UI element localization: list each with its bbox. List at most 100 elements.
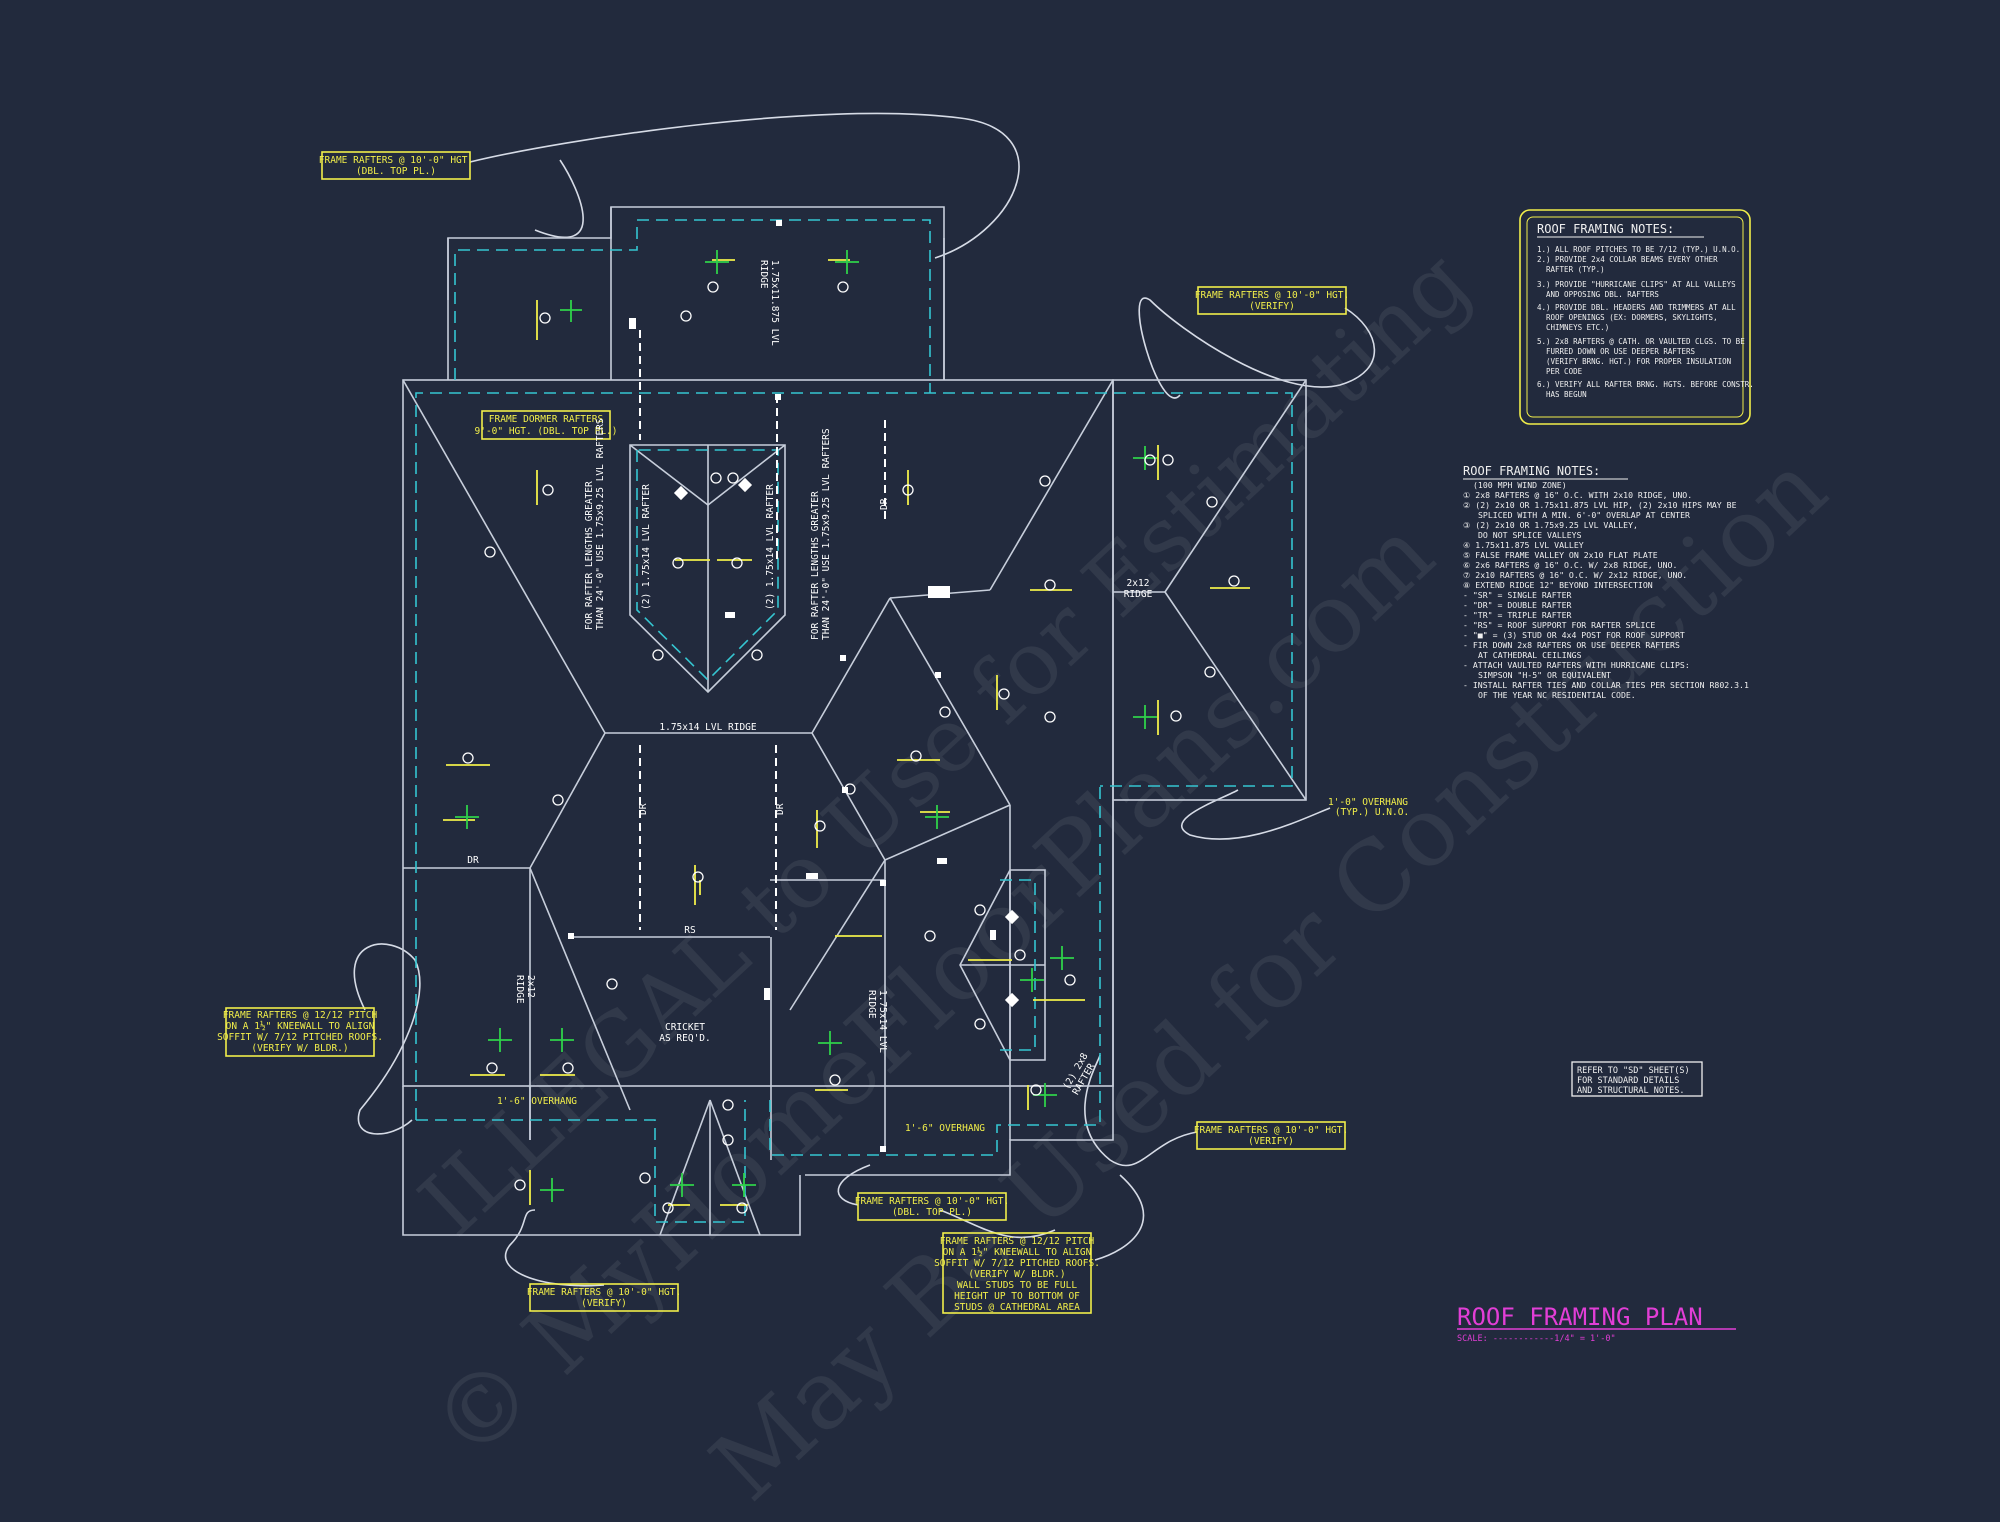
- overhang-right-line-2: (TYP.) U.N.O.: [1335, 807, 1409, 818]
- svg-text:(VERIFY): (VERIFY): [1249, 301, 1295, 312]
- roof-support-label: RS: [684, 925, 696, 936]
- callout-text: FRAME RAFTERS @ 10'-0" HGT. (DBL. TOP PL…: [217, 155, 1349, 1313]
- notes-list-item-1: (100 MPH WIND ZONE): [1473, 480, 1567, 490]
- cricket-line-1: CRICKET: [665, 1022, 705, 1033]
- refer-line-2: FOR STANDARD DETAILS: [1577, 1076, 1679, 1086]
- svg-text:HEIGHT UP TO BOTTOM OF: HEIGHT UP TO BOTTOM OF: [954, 1291, 1080, 1302]
- callout-7-line-3: SOFFIT W/ 7/12 PITCHED ROOFS.: [934, 1258, 1100, 1269]
- refer-box: REFER TO "SD" SHEET(S) FOR STANDARD DETA…: [1571, 1061, 1703, 1097]
- dr-right-label: DR: [775, 803, 786, 815]
- callout-3-line-2: 9'-0" HGT. (DBL. TOP PL.): [475, 426, 618, 437]
- callout-8-line-2: (VERIFY): [581, 1298, 627, 1309]
- callout-7-line-7: STUDS @ CATHEDRAL AREA: [954, 1302, 1080, 1313]
- callout-5-line-2: (VERIFY): [1248, 1136, 1294, 1147]
- svg-text:FRAME RAFTERS @ 10'-0" HGT.: FRAME RAFTERS @ 10'-0" HGT.: [527, 1287, 681, 1298]
- overhang-bottom-label: 1'-6" OVERHANG: [905, 1123, 985, 1134]
- callout-2-line-2: (VERIFY): [1249, 301, 1295, 312]
- notes-list-item-12: - "SR" = SINGLE RAFTER: [1463, 590, 1572, 600]
- notes-box-item-14: HAS BEGUN: [1546, 390, 1587, 399]
- svg-text:(DBL. TOP PL.): (DBL. TOP PL.): [356, 166, 436, 177]
- dr-left-label: DR: [638, 803, 649, 815]
- refer-line-3: AND STRUCTURAL NOTES.: [1577, 1086, 1684, 1096]
- notes-list-item-3: ② (2) 2x10 OR 1.75x11.875 LVL HIP, (2) 2…: [1463, 500, 1737, 510]
- callout-1-line-1: FRAME RAFTERS @ 10'-0" HGT.: [319, 155, 473, 166]
- lvl-ridge-top-line-2: RIDGE: [758, 260, 769, 289]
- span-note-left-line-1: FOR RAFTER LENGTHS GREATER: [584, 481, 595, 630]
- notes-box-item-13: 6.) VERIFY ALL RAFTER BRNG. HGTS. BEFORE…: [1537, 380, 1754, 389]
- svg-text:(VERIFY W/ BLDR.): (VERIFY W/ BLDR.): [251, 1043, 348, 1054]
- callout-4-line-1: FRAME RAFTERS @ 12/12 PITCH: [223, 1010, 378, 1021]
- notes-box-item-6: 4.) PROVIDE DBL. HEADERS AND TRIMMERS AT…: [1537, 303, 1736, 312]
- notes-box-item-7: ROOF OPENINGS (EX: DORMERS, SKYLIGHTS,: [1546, 313, 1718, 322]
- svg-text:FRAME DORMER RAFTERS: FRAME DORMER RAFTERS: [489, 414, 604, 425]
- svg-text:(VERIFY): (VERIFY): [581, 1298, 627, 1309]
- notes-list-item-13: - "DR" = DOUBLE RAFTER: [1463, 600, 1572, 610]
- svg-text:FRAME RAFTERS @ 10'-0" HGT.: FRAME RAFTERS @ 10'-0" HGT.: [1194, 1125, 1348, 1136]
- callout-4-line-4: (VERIFY W/ BLDR.): [251, 1043, 348, 1054]
- notes-list-item-21: - INSTALL RAFTER TIES AND COLLAR TIES PE…: [1463, 680, 1749, 690]
- notes-list-item-4: SPLICED WITH A MIN. 6'-0" OVERLAP AT CEN…: [1478, 510, 1690, 520]
- span-note-left-line-2: THAN 24'-0" USE 1.75x9.25 LVL RAFTERS: [595, 418, 606, 630]
- dr-top-label: DR: [879, 498, 890, 510]
- notes-list-item-5: ③ (2) 2x10 OR 1.75x9.25 LVL VALLEY,: [1463, 520, 1638, 530]
- post-markers: [568, 220, 1020, 1152]
- notes-box: ROOF FRAMING NOTES: 1.) ALL ROOF PITCHES…: [1519, 209, 1754, 425]
- ridge-2x12-line-1: 2x12: [1127, 578, 1150, 589]
- notes-list-item-18: AT CATHEDRAL CEILINGS: [1478, 650, 1582, 660]
- rafter-arrows: [443, 259, 1250, 1206]
- title-block: ROOF FRAMING PLAN SCALE: ------------1/4…: [1457, 1303, 1736, 1344]
- svg-text:FRAME RAFTERS @ 10'-0" HGT.: FRAME RAFTERS @ 10'-0" HGT.: [1195, 290, 1349, 301]
- notes-list-item-11: ⑧ EXTEND RIDGE 12" BEYOND INTERSECTION: [1463, 580, 1653, 590]
- svg-text:WALL STUDS TO BE FULL: WALL STUDS TO BE FULL: [957, 1280, 1077, 1291]
- dr-markers: [639, 330, 886, 930]
- ridge-2x12-left-line-1: 2x12: [525, 975, 536, 998]
- notes-list-item-9: ⑥ 2x6 RAFTERS @ 16" O.C. W/ 2x8 RIDGE, U…: [1463, 560, 1677, 570]
- plan-title: ROOF FRAMING PLAN: [1457, 1303, 1703, 1331]
- notes-box-item-3: RAFTER (TYP.): [1546, 265, 1605, 274]
- svg-text:(DBL. TOP PL.): (DBL. TOP PL.): [892, 1207, 972, 1218]
- notes-list-item-2: ① 2x8 RAFTERS @ 16" O.C. WITH 2x10 RIDGE…: [1463, 490, 1692, 500]
- span-note-right-line-2: THAN 24'-0" USE 1.75x9.25 LVL RAFTERS: [821, 428, 832, 640]
- notes-list-item-14: - "TR" = TRIPLE RAFTER: [1463, 610, 1572, 620]
- callout-7-line-4: (VERIFY W/ BLDR.): [968, 1269, 1065, 1280]
- callout-boxes: [225, 151, 1347, 1314]
- notes-list-item-8: ⑤ FALSE FRAME VALLEY ON 2x10 FLAT PLATE: [1463, 550, 1658, 560]
- lvl-ridge-top-line-1: 1.75x11.875 LVL: [769, 260, 780, 346]
- callout-7-line-2: ON A 1½" KNEEWALL TO ALIGN: [943, 1247, 1092, 1258]
- notes-list-title: ROOF FRAMING NOTES:: [1463, 464, 1600, 478]
- callout-8-line-1: FRAME RAFTERS @ 10'-0" HGT.: [527, 1287, 681, 1298]
- plan-labels: 1.75x14 LVL RIDGE 1'-0" OVERHANG (TYP.) …: [467, 260, 1409, 1134]
- svg-text:ON A 1½" KNEEWALL TO ALIGN: ON A 1½" KNEEWALL TO ALIGN: [226, 1021, 375, 1032]
- lvl-rafter-left-label: (2) 1.75x14 LVL RAFTER: [641, 484, 652, 610]
- overhang-dashed-line: [415, 219, 1293, 1223]
- callout-6-line-1: FRAME RAFTERS @ 10'-0" HGT.: [855, 1196, 1009, 1207]
- notes-list-item-22: OF THE YEAR NC RESIDENTIAL CODE.: [1478, 690, 1636, 700]
- notes-box-item-2: 2.) PROVIDE 2x4 COLLAR BEAMS EVERY OTHER: [1537, 255, 1718, 264]
- notes-list-item-15: - "RS" = ROOF SUPPORT FOR RAFTER SPLICE: [1463, 620, 1655, 630]
- plan-scale: SCALE: ------------1/4" = 1'-0": [1457, 1334, 1616, 1344]
- lvl-ridge-main-label: 1.75x14 LVL RIDGE: [659, 722, 757, 733]
- notes-box-item-11: (VERIFY BRNG. HGT.) FOR PROPER INSULATIO…: [1546, 357, 1731, 366]
- svg-text:SOFFIT W/ 7/12 PITCHED ROOFS.: SOFFIT W/ 7/12 PITCHED ROOFS.: [934, 1258, 1100, 1269]
- cricket-line-2: AS REQ'D.: [659, 1033, 710, 1044]
- svg-text:9'-0" HGT. (DBL. TOP PL.): 9'-0" HGT. (DBL. TOP PL.): [475, 426, 618, 437]
- notes-list-item-19: - ATTACH VAULTED RAFTERS WITH HURRICANE …: [1463, 660, 1690, 670]
- callout-6-line-2: (DBL. TOP PL.): [892, 1207, 972, 1218]
- overhang-left-label: 1'-6" OVERHANG: [497, 1096, 577, 1107]
- ridge-2x12-line-2: RIDGE: [1124, 589, 1153, 600]
- svg-text:ON A 1½" KNEEWALL TO ALIGN: ON A 1½" KNEEWALL TO ALIGN: [943, 1247, 1092, 1258]
- svg-text:FRAME RAFTERS @ 10'-0" HGT.: FRAME RAFTERS @ 10'-0" HGT.: [855, 1196, 1009, 1207]
- notes-box-title: ROOF FRAMING NOTES:: [1537, 222, 1674, 236]
- svg-text:STUDS @ CATHEDRAL AREA: STUDS @ CATHEDRAL AREA: [954, 1302, 1080, 1313]
- lvl-ridge-lower-line-2: RIDGE: [866, 990, 877, 1019]
- callout-7-line-6: HEIGHT UP TO BOTTOM OF: [954, 1291, 1080, 1302]
- callout-7-line-1: FRAME RAFTERS @ 12/12 PITCH: [940, 1236, 1095, 1247]
- lvl-rafter-right-label: (2) 1.75x14 LVL RAFTER: [765, 484, 776, 610]
- span-note-right-line-1: FOR RAFTER LENGTHS GREATER: [810, 491, 821, 640]
- notes-box-item-1: 1.) ALL ROOF PITCHES TO BE 7/12 (TYP.) U…: [1537, 245, 1740, 254]
- notes-list: ROOF FRAMING NOTES: (100 MPH WIND ZONE) …: [1463, 464, 1749, 700]
- lvl-ridge-lower-line-1: 1.75x14 LVL: [877, 990, 888, 1053]
- ridge-2x12-left-line-2: RIDGE: [514, 975, 525, 1004]
- notes-list-item-6: DO NOT SPLICE VALLEYS: [1478, 530, 1582, 540]
